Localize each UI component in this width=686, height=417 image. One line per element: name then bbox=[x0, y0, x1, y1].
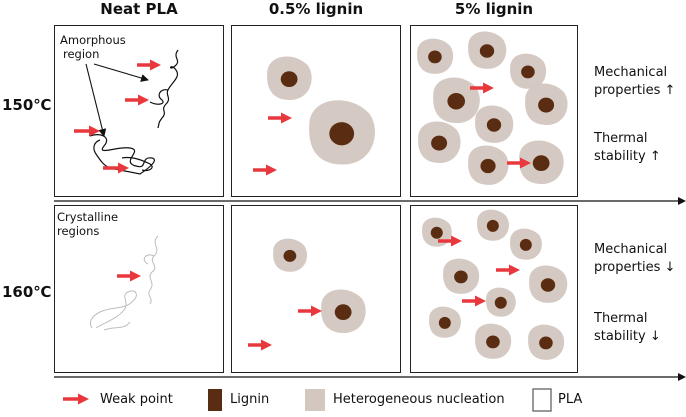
effect-thermal-160c-line1: Thermal bbox=[594, 311, 648, 326]
lignin-core bbox=[438, 316, 451, 329]
legend-pla-swatch bbox=[532, 388, 552, 412]
lignin-core bbox=[480, 158, 496, 174]
lignin-core bbox=[431, 135, 448, 151]
lignin-core bbox=[539, 336, 553, 350]
lignin-particle bbox=[510, 53, 547, 89]
effect-mechanical-150c-line2: properties ↑ bbox=[594, 83, 676, 98]
amorphous-region-label: Amorphous region bbox=[60, 33, 126, 61]
lignin-core bbox=[532, 155, 550, 172]
axis-arrows bbox=[54, 197, 686, 381]
crystalline-chains bbox=[89, 235, 159, 331]
amorphous-pointer-lines bbox=[85, 63, 149, 137]
row-label-150c: 150℃ bbox=[2, 96, 52, 114]
crystalline-regions-label: Crystalline regions bbox=[57, 210, 118, 238]
amorphous-label-line1: Amorphous bbox=[60, 33, 126, 47]
lignin-core bbox=[538, 97, 555, 113]
lignin-core bbox=[329, 122, 355, 146]
lignin-core bbox=[447, 92, 466, 110]
effect-mechanical-160c-line2: properties ↓ bbox=[594, 260, 676, 275]
effect-thermal-150c: Thermal stability ↑ bbox=[594, 130, 661, 166]
effect-mechanical-160c-line1: Mechanical bbox=[594, 242, 668, 257]
weak-point-arrow bbox=[507, 157, 531, 169]
legend-lignin-label: Lignin bbox=[230, 392, 270, 407]
weak-point-arrow bbox=[462, 295, 486, 307]
lignin-particle bbox=[417, 38, 454, 74]
effect-mechanical-150c-line1: Mechanical bbox=[594, 65, 668, 80]
lignin-core bbox=[283, 249, 297, 262]
lignin-core bbox=[334, 304, 352, 321]
weak-point-arrow bbox=[125, 94, 149, 106]
lignin-core bbox=[486, 219, 499, 232]
lignin-particle bbox=[510, 228, 542, 260]
column-title-high-lignin: 5% lignin bbox=[454, 0, 534, 18]
lignin-core bbox=[494, 296, 507, 309]
lignin-particle bbox=[528, 324, 565, 360]
panel-neat-pla-160c bbox=[54, 205, 224, 373]
lignin-core bbox=[540, 278, 556, 292]
lignin-core bbox=[428, 50, 442, 64]
lignin-particle bbox=[475, 105, 514, 143]
lignin-core bbox=[521, 65, 535, 79]
legend-nucleation-swatch bbox=[305, 389, 325, 411]
effect-thermal-150c-line1: Thermal bbox=[594, 131, 648, 146]
weak-point-arrow bbox=[117, 270, 141, 282]
weak-point-arrows bbox=[74, 59, 531, 351]
legend-weak-point-label: Weak point bbox=[100, 392, 173, 407]
lignin-core bbox=[430, 226, 443, 239]
effect-mechanical-150c: Mechanical properties ↑ bbox=[594, 64, 675, 100]
lignin-core bbox=[280, 71, 298, 88]
lignin-particle bbox=[519, 140, 564, 185]
legend-pla-label: PLA bbox=[558, 392, 583, 407]
lignin-particle bbox=[477, 209, 509, 241]
lignin-particles bbox=[267, 31, 568, 360]
lignin-core bbox=[519, 238, 532, 251]
legend-weak-point-icon bbox=[63, 393, 89, 405]
lignin-particle bbox=[529, 265, 568, 303]
lignin-core bbox=[486, 118, 502, 132]
crystalline-label-line2: regions bbox=[57, 224, 100, 238]
weak-point-arrow bbox=[74, 125, 100, 137]
lignin-core bbox=[479, 44, 495, 58]
weak-point-arrow bbox=[438, 235, 462, 247]
lignin-particle bbox=[525, 83, 568, 125]
weak-point-arrow bbox=[268, 112, 292, 124]
effect-thermal-160c-line2: stability ↓ bbox=[594, 329, 661, 344]
legend-lignin-swatch bbox=[208, 389, 222, 411]
row-label-160c: 160℃ bbox=[2, 283, 52, 301]
lignin-particle bbox=[321, 289, 366, 334]
lignin-core bbox=[454, 270, 468, 284]
legend-nucleation-label: Heterogeneous nucleation bbox=[333, 392, 505, 407]
lignin-particle bbox=[267, 56, 312, 101]
legend-graphics bbox=[63, 388, 552, 412]
column-title-low-lignin: 0.5% lignin bbox=[268, 0, 364, 18]
lignin-particle bbox=[273, 238, 308, 272]
lignin-particle bbox=[475, 323, 512, 359]
crystalline-label-line1: Crystalline bbox=[57, 210, 119, 224]
column-title-neat-pla: Neat PLA bbox=[100, 0, 178, 18]
weak-point-arrow bbox=[298, 305, 322, 317]
weak-point-arrow bbox=[103, 162, 129, 174]
amorphous-label-line2: region bbox=[63, 47, 100, 61]
lignin-particle bbox=[433, 77, 480, 124]
weak-point-arrow bbox=[253, 164, 277, 176]
weak-point-arrow bbox=[470, 82, 494, 94]
weak-point-arrow bbox=[248, 339, 272, 351]
lignin-core bbox=[486, 335, 500, 349]
lignin-particle bbox=[429, 306, 461, 338]
lignin-particle bbox=[443, 258, 480, 294]
lignin-particle bbox=[486, 287, 516, 317]
amorphous-chains bbox=[89, 49, 179, 175]
panel-neat-pla-150c bbox=[54, 25, 224, 197]
lignin-particle bbox=[468, 145, 509, 185]
lignin-particle bbox=[418, 121, 461, 163]
effect-thermal-150c-line2: stability ↑ bbox=[594, 149, 661, 164]
lignin-particle bbox=[468, 31, 507, 69]
effect-mechanical-160c: Mechanical properties ↓ bbox=[594, 241, 675, 277]
weak-point-arrow bbox=[137, 59, 161, 71]
lignin-particle bbox=[309, 100, 375, 165]
weak-point-arrow bbox=[496, 264, 520, 276]
effect-thermal-160c: Thermal stability ↓ bbox=[594, 310, 661, 346]
